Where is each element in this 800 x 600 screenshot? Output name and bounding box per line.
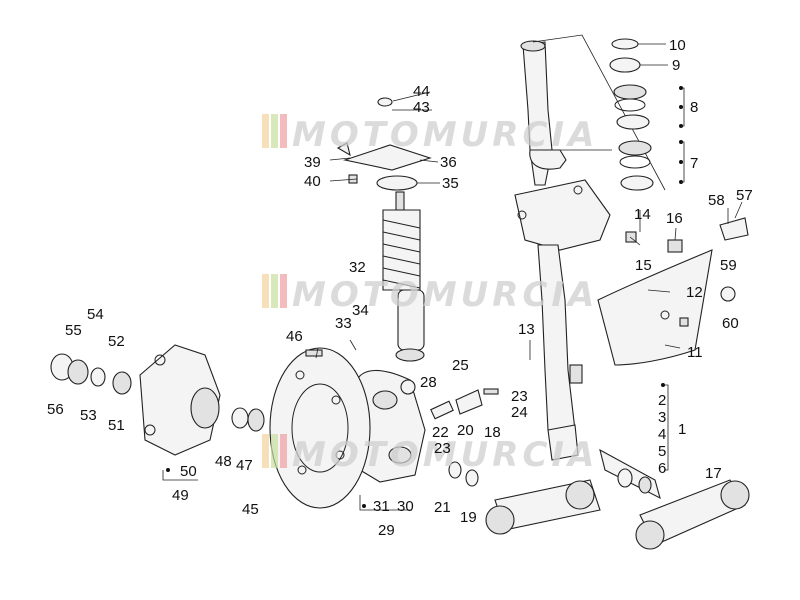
- brake-caliper-assembly: [349, 370, 499, 483]
- callout-30: 30: [397, 498, 414, 515]
- callout-39: 39: [304, 154, 321, 171]
- callout-45: 45: [242, 501, 259, 518]
- callout-35: 35: [442, 175, 459, 192]
- callout-34: 34: [352, 302, 369, 319]
- callout-28: 28: [420, 374, 437, 391]
- shock-absorber: [336, 97, 432, 362]
- callout-20: 20: [457, 422, 474, 439]
- callout-15: 15: [635, 257, 652, 274]
- callout-18: 18: [484, 424, 501, 441]
- watermark-2: MOTOMURCIA: [262, 274, 598, 315]
- callout-60: 60: [722, 315, 739, 332]
- callout-4: 4: [658, 426, 666, 443]
- callout-6: 6: [658, 460, 666, 477]
- callout-numbers: 10 9 8 7 14 16 15 58 57 59 12 60 11 13 2…: [47, 37, 753, 539]
- watermark-text: MOTOMURCIA: [292, 275, 598, 315]
- callout-56: 56: [47, 401, 64, 418]
- callout-44: 44: [413, 83, 430, 100]
- callout-51: 51: [108, 417, 125, 434]
- brake-disc: [269, 347, 371, 509]
- callout-17: 17: [705, 465, 722, 482]
- callout-52: 52: [108, 333, 125, 350]
- callout-25: 25: [452, 357, 469, 374]
- callout-2: 2: [658, 392, 666, 409]
- callout-58: 58: [708, 192, 725, 209]
- callout-3: 3: [658, 409, 666, 426]
- callout-19: 19: [460, 509, 477, 526]
- callout-54: 54: [87, 306, 104, 323]
- callout-46: 46: [286, 328, 303, 345]
- watermark-text: MOTOMURCIA: [292, 435, 598, 475]
- callout-36: 36: [440, 154, 457, 171]
- callout-40: 40: [304, 173, 321, 190]
- swing-arm-links: [448, 448, 750, 550]
- callout-8: 8: [690, 99, 698, 116]
- callout-50: 50: [180, 463, 197, 480]
- callout-16: 16: [666, 210, 683, 227]
- callout-12: 12: [686, 284, 703, 301]
- callout-47: 47: [236, 457, 253, 474]
- callout-31: 31: [373, 498, 390, 515]
- callout-13: 13: [518, 321, 535, 338]
- fork-steering-tube: [514, 40, 611, 461]
- callout-23: 23: [511, 388, 528, 405]
- wheel-hub: [50, 344, 265, 456]
- callout-29: 29: [378, 522, 395, 539]
- callout-22: 22: [432, 424, 449, 441]
- callout-55: 55: [65, 322, 82, 339]
- callout-10: 10: [669, 37, 686, 54]
- callout-14: 14: [634, 206, 651, 223]
- callout-59: 59: [720, 257, 737, 274]
- callout-33: 33: [335, 315, 352, 332]
- callout-7: 7: [690, 155, 698, 172]
- callout-24: 24: [511, 404, 528, 421]
- callout-11: 11: [687, 344, 703, 361]
- callout-53: 53: [80, 407, 97, 424]
- callout-32: 32: [349, 259, 366, 276]
- callout-43: 43: [413, 99, 430, 116]
- watermark-text: MOTOMURCIA: [292, 115, 598, 155]
- leader-lines: [315, 43, 743, 360]
- callout-21: 21: [434, 499, 451, 516]
- callout-23b: 23: [434, 440, 451, 457]
- headset-bearing-stack: [609, 38, 654, 191]
- callout-1: 1: [678, 421, 686, 438]
- callout-49: 49: [172, 487, 189, 504]
- callout-48: 48: [215, 453, 232, 470]
- callout-9: 9: [672, 57, 680, 74]
- watermark-1: MOTOMURCIA: [262, 114, 598, 155]
- front-mudguard: [597, 217, 749, 366]
- group-brackets: [162, 86, 685, 511]
- watermark-3: MOTOMURCIA: [262, 434, 598, 475]
- callout-5: 5: [658, 443, 666, 460]
- callout-57: 57: [736, 187, 753, 204]
